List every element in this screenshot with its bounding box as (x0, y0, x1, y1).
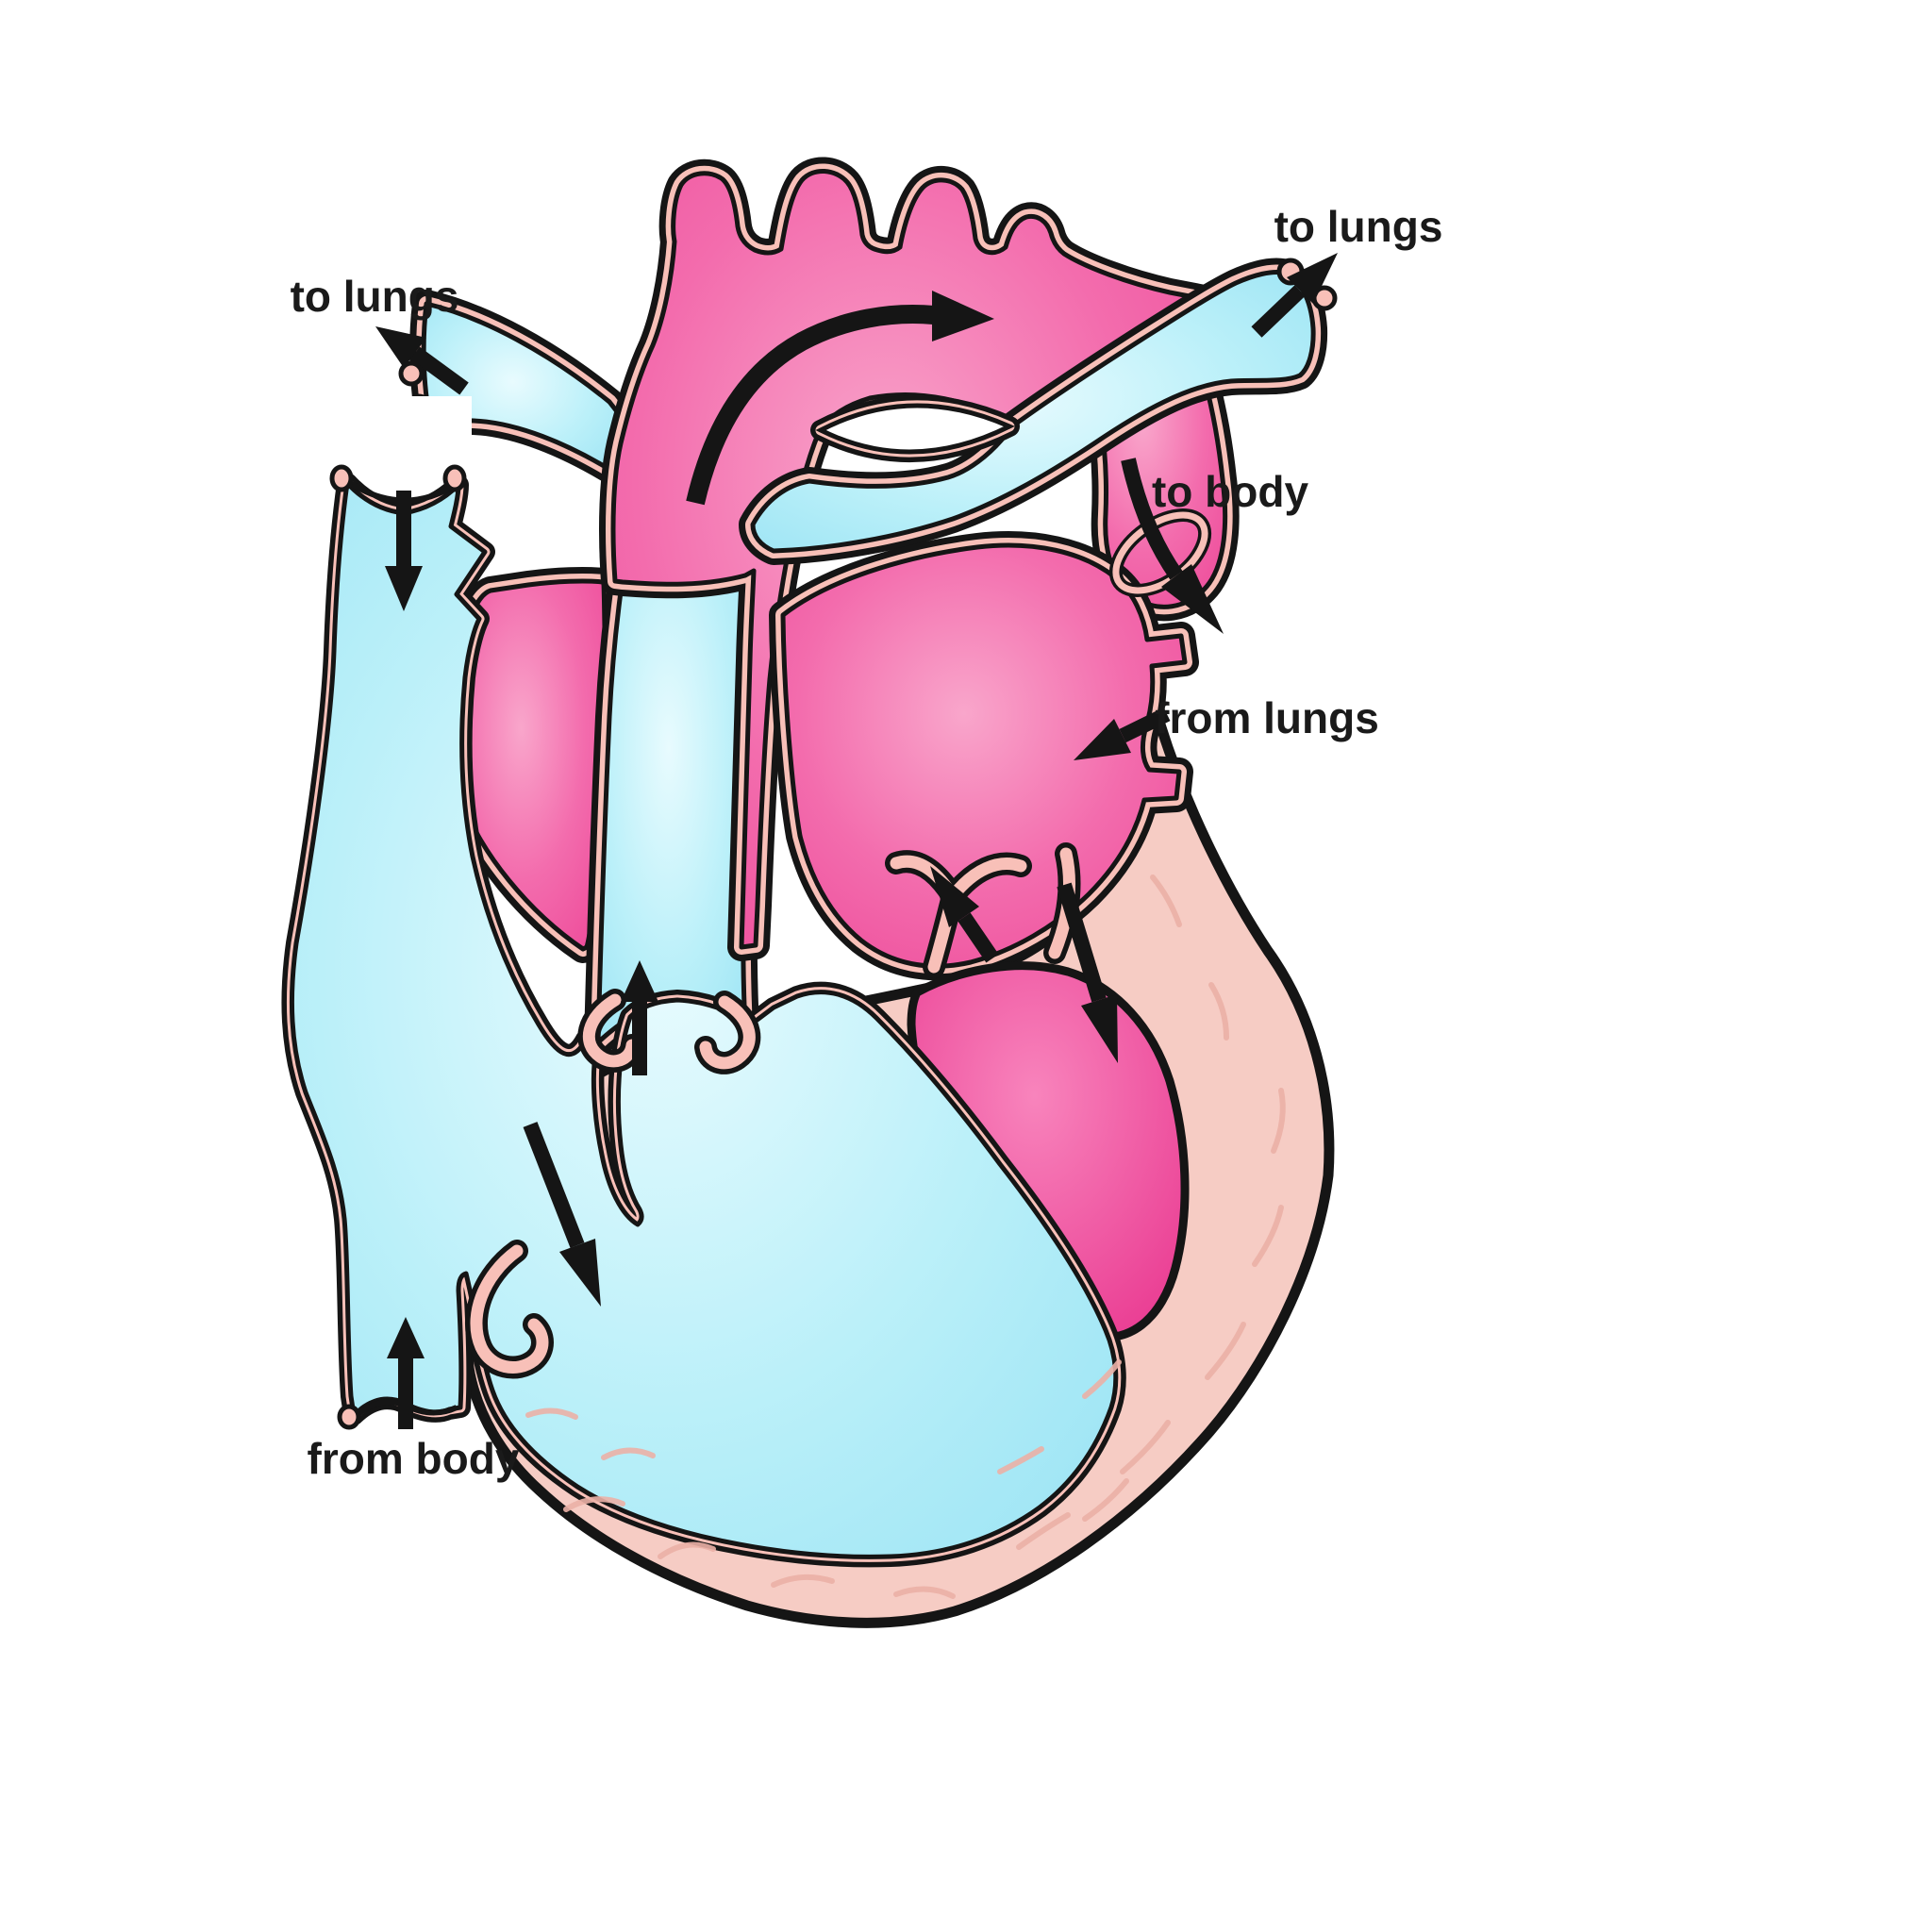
flow-la-to-lv-arrow (930, 866, 999, 963)
arch-weave-opening (821, 406, 1009, 452)
label-to-lungs-right: to lungs (1274, 202, 1443, 251)
label-to-body: to body (1152, 467, 1308, 516)
flow-to-body-arrow (1121, 458, 1224, 634)
pa-left-nub-1 (398, 360, 425, 387)
flow-to-lungs-right-arrow (1251, 253, 1338, 338)
pulmonary-valve-cusps (577, 989, 761, 1074)
flow-from-lungs-arrow (1074, 707, 1171, 760)
svc-opening (329, 396, 472, 504)
flow-to-lungs-left-arrow (375, 326, 469, 395)
label-to-lungs-left: to lungs (291, 272, 459, 321)
flow-svc-arrow (385, 491, 423, 611)
flow-pulmonary-trunk-arrow (621, 960, 658, 1075)
tricuspid-valve-flap (464, 1240, 554, 1379)
right-pulmonary-artery (753, 260, 1338, 551)
flow-mitral-arrow (1057, 882, 1118, 1063)
flow-arrows (375, 253, 1338, 1429)
label-from-body: from body (308, 1434, 520, 1483)
label-from-lungs: from lungs (1155, 693, 1379, 742)
flow-aortic-arch-arrow (686, 291, 994, 506)
labels: to lungs to lungs to body from lungs fro… (291, 202, 1443, 1483)
flow-from-body-arrow (387, 1317, 425, 1429)
flow-tricuspid-arrow (523, 1122, 601, 1307)
muscle-texture (525, 874, 1286, 1599)
